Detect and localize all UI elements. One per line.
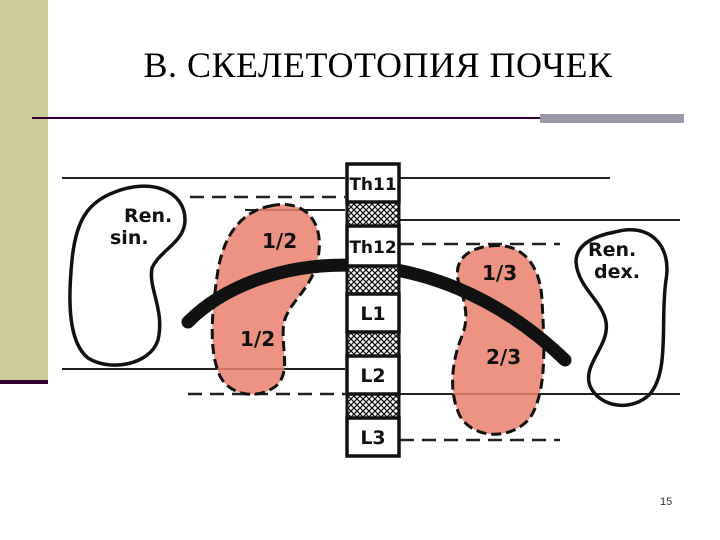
slide-title: В. СКЕЛЕТОТОПИЯ ПОЧЕК (143, 45, 613, 85)
left-kidney-upper-fraction: 1/2 (262, 229, 297, 253)
vertebra-th11 (345, 162, 401, 204)
left-kidney-projection (210, 203, 321, 396)
disc (345, 264, 401, 296)
kidney-skeletotopy-diagram: Ren. sin. Ren. dex. 1/2 1/2 1/3 2/3 (62, 162, 680, 458)
right-kidney-upper-fraction: 1/3 (482, 261, 517, 285)
right-outline-label-line2: dex. (594, 261, 640, 283)
left-outline-label-line1: Ren. (124, 205, 172, 227)
vertebra-l1 (345, 292, 401, 334)
left-accent-bar (0, 0, 48, 382)
vertebral-column: Th11 Th12 L1 L2 L3 (345, 162, 401, 458)
left-kidney-lower-fraction: 1/2 (240, 327, 275, 351)
left-kidney-outline (68, 184, 187, 367)
left-accent-line (0, 380, 48, 384)
page-number: 15 (660, 496, 673, 508)
disc (345, 330, 401, 358)
left-outline-label-line2: sin. (110, 227, 149, 249)
vertebra-label-th11: Th11 (349, 175, 396, 195)
vertebra-l3 (345, 416, 401, 458)
title-rule-accent (540, 114, 684, 123)
disc (345, 392, 401, 420)
disc (345, 200, 401, 228)
vertebra-label-l3: L3 (360, 427, 385, 449)
vertebra-label-th12: Th12 (349, 238, 396, 258)
right-outline-label-line1: Ren. (588, 239, 636, 261)
vertebra-th12 (345, 224, 401, 268)
right-kidney-outline (574, 228, 669, 408)
vertebra-label-l1: L1 (360, 303, 385, 325)
title-rule (32, 117, 540, 119)
vertebra-l2 (345, 354, 401, 396)
right-kidney-lower-fraction: 2/3 (486, 345, 521, 369)
vertebra-label-l2: L2 (360, 365, 385, 387)
